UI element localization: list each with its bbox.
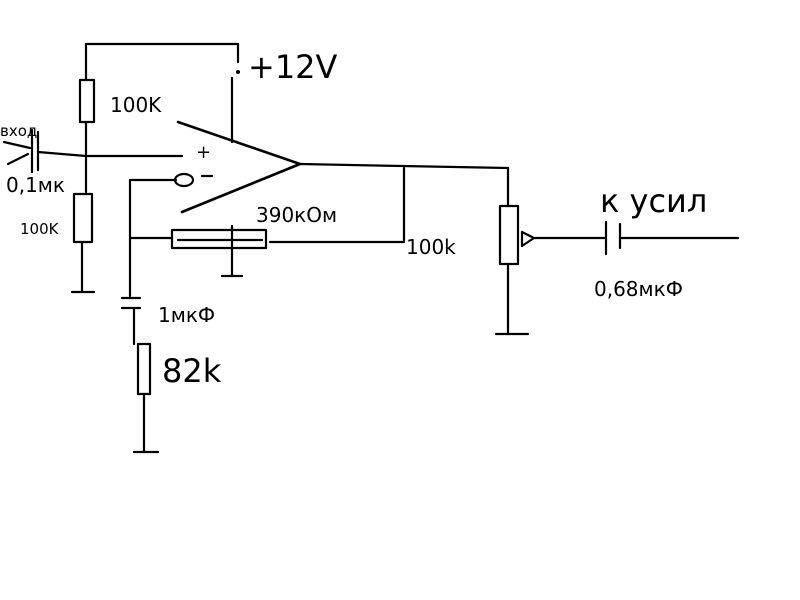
output-label: к усил — [600, 182, 707, 220]
supply-label: +12V — [248, 48, 338, 86]
resistor-top-100k — [78, 78, 96, 194]
resistor-bottom-label: 100K — [20, 220, 60, 238]
potentiometer-100k — [494, 166, 606, 336]
resistor-top-label: 100K — [110, 93, 162, 117]
input-cap-label: 0,1мк — [6, 173, 65, 197]
output-cap-label: 0,68мкФ — [594, 277, 683, 301]
feedback-res-label: 390кОм — [256, 203, 337, 227]
ground-branch — [120, 296, 160, 454]
wire-inv-input — [128, 178, 178, 298]
supply-rail — [84, 42, 240, 144]
op-amp: + — [173, 120, 302, 214]
resistor-bottom-100k — [70, 192, 96, 294]
gnd-cap-label: 1мкФ — [158, 303, 215, 327]
feedback-network — [128, 166, 406, 278]
pot-label: 100k — [406, 235, 456, 259]
wire-output — [298, 162, 510, 170]
gnd-res-label: 82k — [162, 352, 222, 390]
svg-text:+: + — [196, 142, 211, 163]
input-label: вход — [0, 122, 37, 140]
input-capacitor — [2, 128, 88, 174]
output-capacitor — [604, 220, 740, 256]
